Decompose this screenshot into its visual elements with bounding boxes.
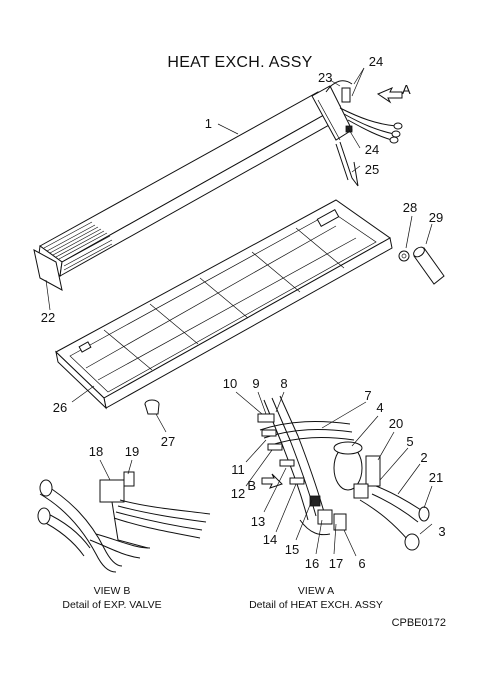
view-a-arrow: A bbox=[376, 82, 411, 104]
callout-3: 3 bbox=[438, 524, 445, 539]
callout-24-top: 24 bbox=[369, 54, 383, 69]
callout-19: 19 bbox=[125, 444, 139, 459]
callout-24-lower: 24 bbox=[365, 142, 379, 157]
callout-17: 17 bbox=[329, 556, 343, 571]
callout-1: 1 bbox=[205, 116, 212, 131]
drain-pan-part-26 bbox=[55, 199, 393, 410]
callout-20: 20 bbox=[389, 416, 403, 431]
washer-part-28 bbox=[398, 250, 410, 262]
callout-13: 13 bbox=[251, 514, 265, 529]
view-a-subtitle: Detail of HEAT EXCH. ASSY bbox=[249, 599, 383, 611]
callout-25: 25 bbox=[365, 162, 379, 177]
callout-7: 7 bbox=[364, 388, 371, 403]
callout-18: 18 bbox=[89, 444, 103, 459]
view-a-detail bbox=[257, 395, 430, 551]
callout-5: 5 bbox=[406, 434, 413, 449]
callout-28: 28 bbox=[403, 200, 417, 215]
drawing-code: CPBE0172 bbox=[392, 617, 446, 629]
callout-6: 6 bbox=[358, 556, 365, 571]
view-b-detail bbox=[37, 471, 211, 573]
pipe-and-valve-assembly bbox=[325, 80, 403, 187]
end-plate-part-22 bbox=[33, 249, 63, 291]
callout-4: 4 bbox=[376, 400, 383, 415]
callout-21: 21 bbox=[429, 470, 443, 485]
leader-lines bbox=[45, 67, 433, 557]
callout-12: 12 bbox=[231, 486, 245, 501]
callout-16: 16 bbox=[305, 556, 319, 571]
callout-14: 14 bbox=[263, 532, 277, 547]
view-a-title: VIEW A bbox=[298, 585, 334, 597]
callout-2: 2 bbox=[420, 450, 427, 465]
callout-23: 23 bbox=[318, 70, 332, 85]
pipe-part-29 bbox=[413, 246, 445, 285]
callout-9: 9 bbox=[252, 376, 259, 391]
callout-15: 15 bbox=[285, 542, 299, 557]
callout-29: 29 bbox=[429, 210, 443, 225]
callout-27: 27 bbox=[161, 434, 175, 449]
callout-numbers: 1 23 24 24 25 22 26 27 28 29 18 19 10 9 … bbox=[41, 54, 446, 571]
arrow-a-label: A bbox=[402, 82, 411, 97]
diagram-title: HEAT EXCH. ASSY bbox=[167, 54, 312, 71]
arrow-b-label: B bbox=[247, 478, 256, 493]
heat-exchanger-coil bbox=[37, 85, 353, 277]
view-b-title: VIEW B bbox=[94, 585, 131, 597]
callout-26: 26 bbox=[53, 400, 67, 415]
callout-11: 11 bbox=[231, 462, 245, 477]
view-b-arrow: B bbox=[247, 473, 283, 493]
bolt-part-27 bbox=[144, 399, 160, 415]
view-b-subtitle: Detail of EXP. VALVE bbox=[62, 599, 161, 611]
callout-10: 10 bbox=[223, 376, 237, 391]
callout-22: 22 bbox=[41, 310, 55, 325]
callout-8: 8 bbox=[280, 376, 287, 391]
